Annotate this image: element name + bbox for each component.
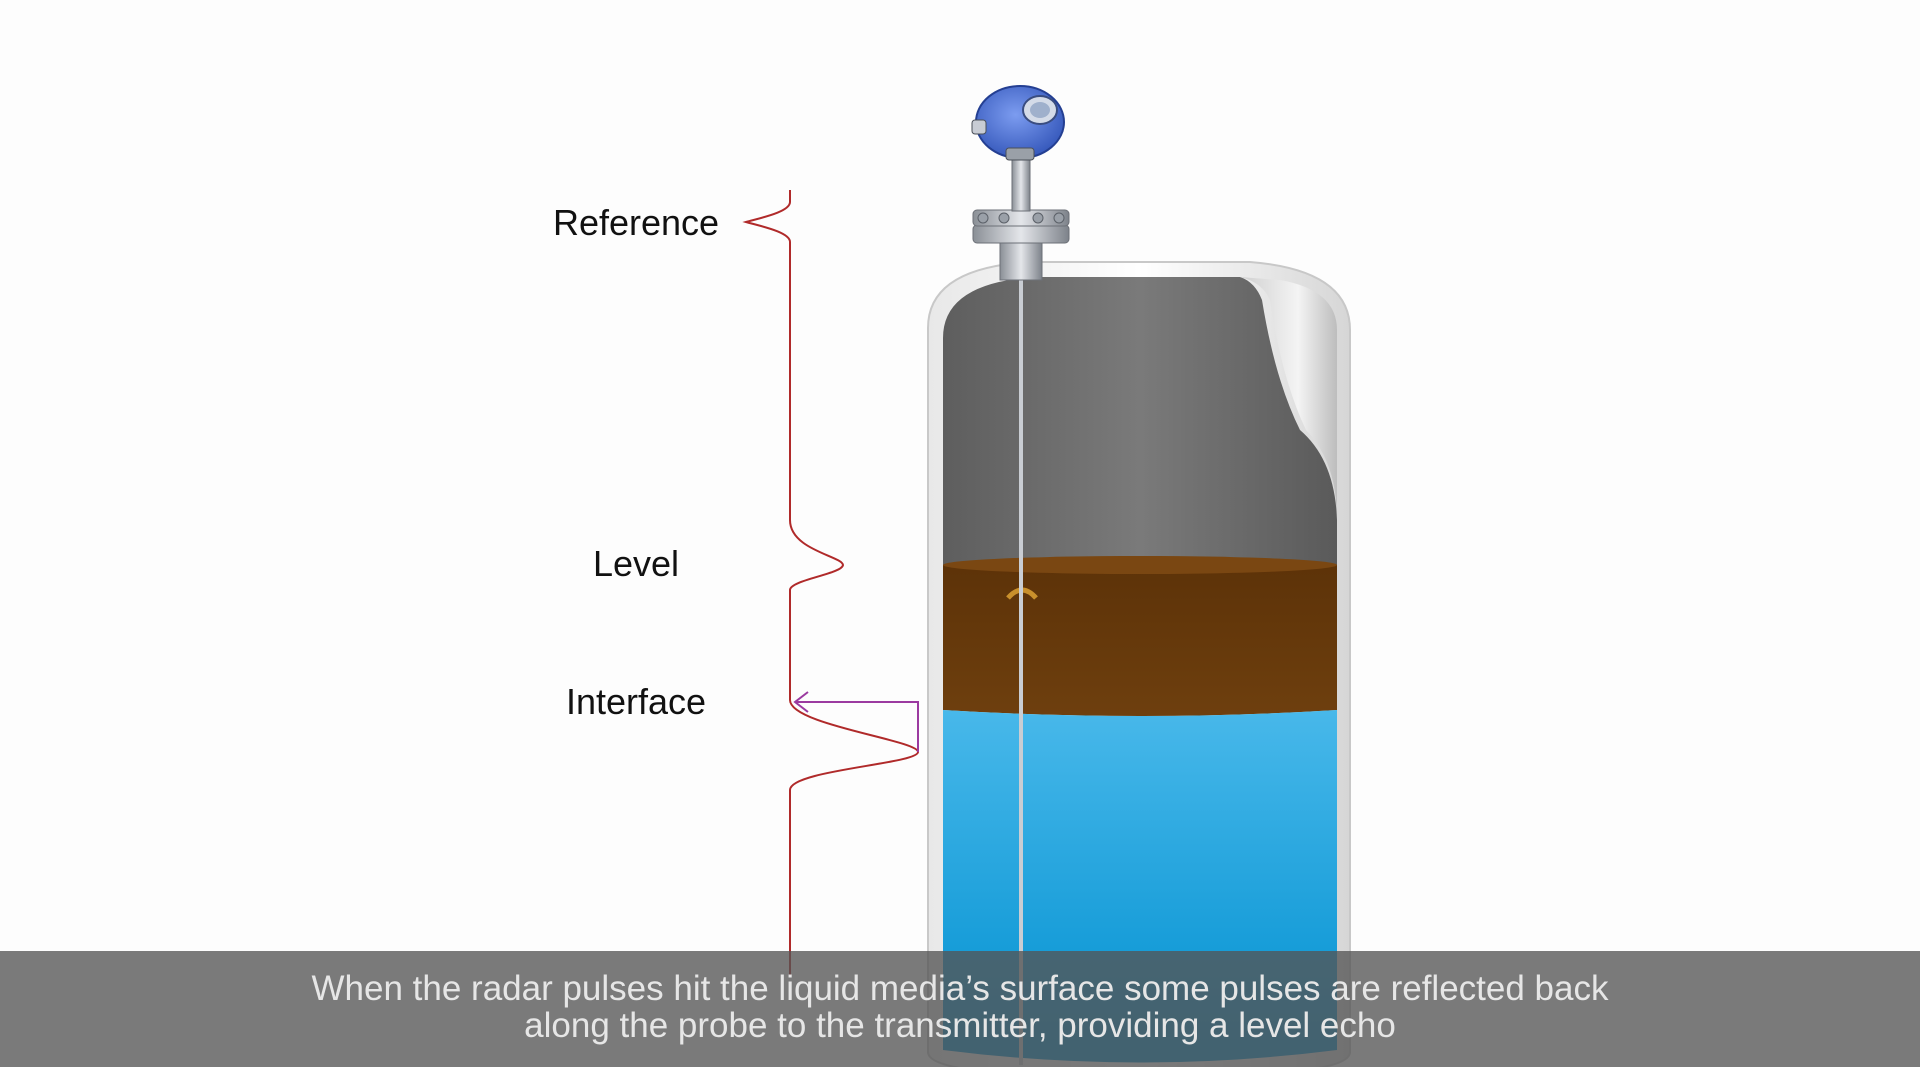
transmitter-neck	[1011, 154, 1031, 212]
radar-transmitter-head	[971, 85, 1065, 161]
subtitle-bar	[0, 951, 1920, 1067]
bottom-strip	[0, 1067, 1920, 1080]
lower-flange	[972, 224, 1070, 244]
level-surface	[943, 556, 1337, 574]
interface-arrowhead	[793, 691, 809, 713]
level-label: Level	[592, 543, 680, 584]
probe-rod	[1019, 240, 1023, 1065]
tank-nozzle	[999, 239, 1043, 281]
reference-label: Reference	[552, 202, 720, 243]
tank-vapor-space	[943, 277, 1337, 565]
interface-label: Interface	[565, 681, 707, 722]
interface-arrow	[796, 701, 919, 752]
subtitle-text: When the radar pulses hit the liquid med…	[0, 970, 1920, 1044]
tank-cutaway-wall	[1240, 277, 1337, 520]
upper-liquid	[943, 557, 1337, 716]
subtitle-line-2: along the probe to the transmitter, prov…	[524, 1006, 1396, 1045]
subtitle-line-1: When the radar pulses hit the liquid med…	[311, 969, 1609, 1008]
flange-bolts	[977, 212, 1065, 224]
echo-curve	[742, 190, 920, 975]
